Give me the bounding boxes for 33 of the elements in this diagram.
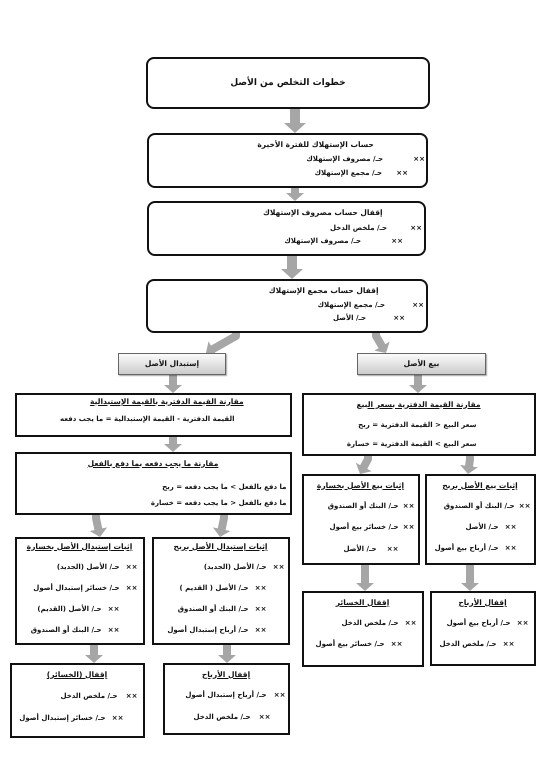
title-box xyxy=(146,57,430,109)
branch-box xyxy=(357,353,486,375)
comparison-box xyxy=(302,393,536,456)
arrow xyxy=(164,375,182,393)
journal-entry-box xyxy=(425,474,536,565)
journal-entry-box xyxy=(147,201,426,256)
arrow xyxy=(356,455,372,476)
journal-entry-box xyxy=(163,663,290,735)
journal-entry-box xyxy=(302,591,424,667)
arrow xyxy=(212,514,230,538)
journal-entry-box xyxy=(15,537,145,645)
arrow xyxy=(218,645,236,663)
arrow xyxy=(372,332,390,356)
arrow xyxy=(356,565,374,591)
arrow xyxy=(409,375,427,393)
journal-entry-box xyxy=(430,591,536,666)
arrow xyxy=(85,645,103,663)
journal-entry-box xyxy=(147,133,428,188)
comparison-box xyxy=(15,452,292,515)
arrow xyxy=(281,256,303,279)
arrow xyxy=(460,455,478,475)
journal-entry-box xyxy=(302,474,420,565)
journal-entry-box xyxy=(10,663,145,738)
branch-box xyxy=(118,353,226,375)
arrow xyxy=(90,514,108,538)
arrow xyxy=(164,437,182,452)
comparison-box xyxy=(15,393,292,437)
arrow xyxy=(286,188,304,201)
journal-entry-box xyxy=(146,279,428,333)
box-heading: خطوات التخلص من الأصل xyxy=(230,78,346,88)
journal-entry-box xyxy=(152,537,290,645)
arrow xyxy=(461,565,479,591)
arrow xyxy=(284,109,306,133)
